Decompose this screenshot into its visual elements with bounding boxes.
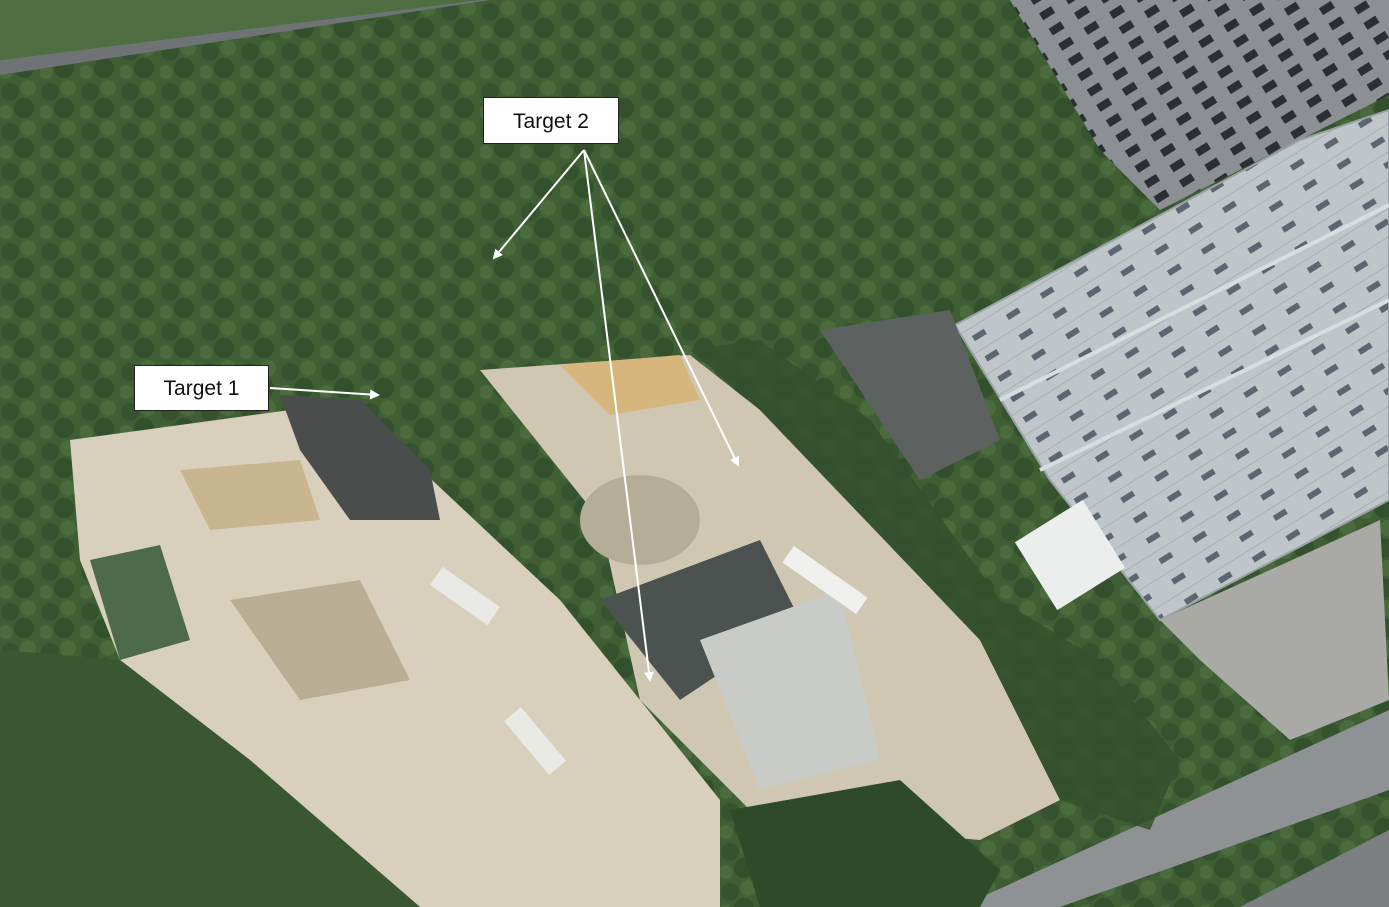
mixer-truck xyxy=(504,707,566,775)
tanker-truck xyxy=(782,545,868,615)
roof-ridge xyxy=(999,203,1389,402)
road-bottom-right xyxy=(960,710,1389,907)
grass-verge xyxy=(0,0,480,60)
tree-belt xyxy=(690,340,1180,830)
yard-structures xyxy=(820,310,1000,480)
tree-belt-south xyxy=(730,780,1000,907)
batching-plant xyxy=(280,395,440,520)
road-top-left xyxy=(0,0,490,75)
warehouse-roof xyxy=(953,108,1389,622)
target-1-label: Target 1 xyxy=(134,365,269,411)
white-annex xyxy=(1014,499,1126,611)
target-2-label: Target 2 xyxy=(483,97,619,144)
stockpile xyxy=(580,475,700,565)
car-park-top xyxy=(1010,0,1389,210)
road-bottom-right-verge xyxy=(1240,830,1389,907)
roof-ridge xyxy=(1039,298,1389,472)
mixer-truck xyxy=(430,566,500,626)
tree-belt-west xyxy=(0,650,420,907)
puddle xyxy=(230,580,410,700)
green-storage-tanks xyxy=(90,545,190,660)
grey-storage-bays xyxy=(700,590,880,790)
car-park-bottom xyxy=(1160,520,1389,740)
sand-bays xyxy=(180,460,320,530)
